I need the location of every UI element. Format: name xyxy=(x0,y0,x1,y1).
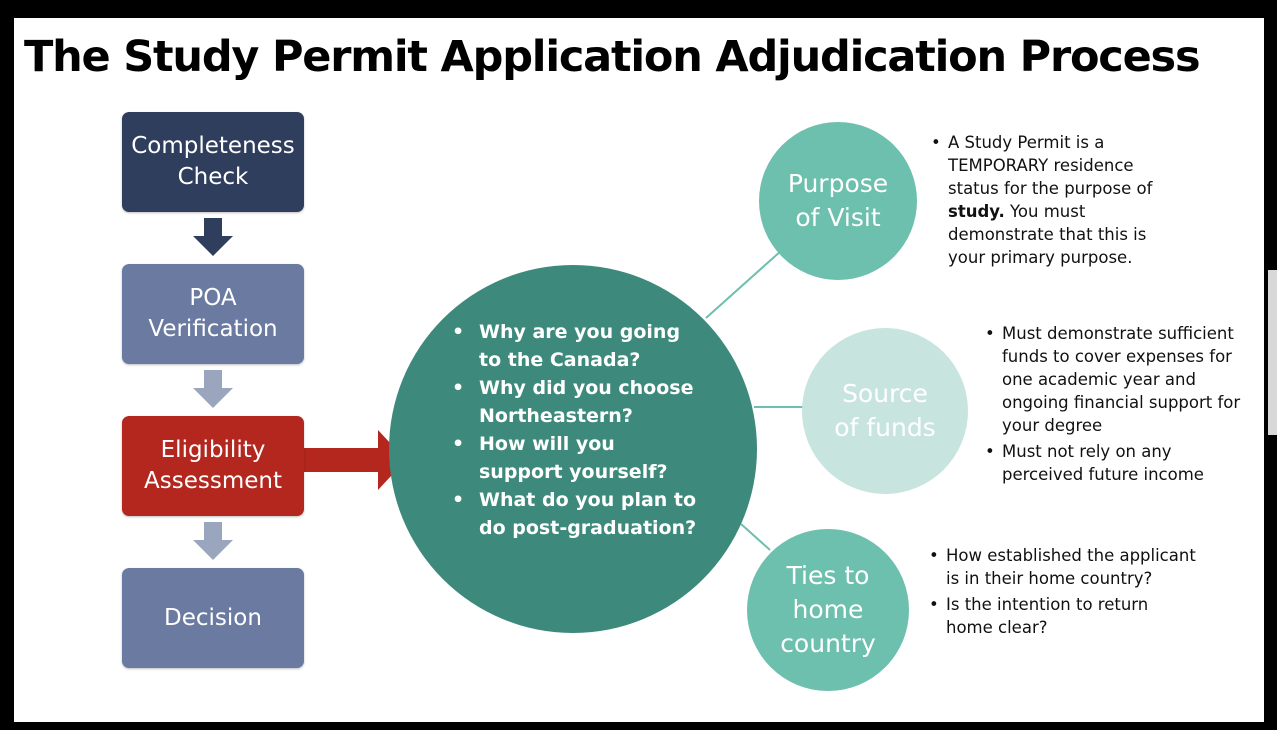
connector-purpose xyxy=(705,249,783,319)
connector-ties xyxy=(740,523,771,551)
ties-to-home-country-circle: Ties to home country xyxy=(747,529,909,691)
ties-bullet: Is the intention to return home clear? xyxy=(928,593,1198,639)
down-arrow-icon xyxy=(193,522,233,560)
source-of-funds-circle: Source of funds xyxy=(802,328,968,494)
funds-bullets: Must demonstrate sufficient funds to cov… xyxy=(984,322,1254,489)
ties-bullet: How established the applicant is in thei… xyxy=(928,544,1198,590)
down-arrow-icon xyxy=(193,370,233,408)
step-decision: Decision xyxy=(122,568,304,668)
purpose-text-bold: study. xyxy=(948,202,1005,221)
ties-bullets: How established the applicant is in thei… xyxy=(928,544,1198,642)
step-poa-verification: POA Verification xyxy=(122,264,304,364)
step-eligibility-assessment: Eligibility Assessment xyxy=(122,416,304,516)
slide: The Study Permit Application Adjudicatio… xyxy=(14,18,1264,722)
purpose-bullets: A Study Permit is a TEMPORARY residence … xyxy=(930,131,1180,272)
window-edge xyxy=(1268,270,1277,435)
questions-list: Why are you going to the Canada? Why did… xyxy=(449,318,699,542)
question-item: How will you support yourself? xyxy=(449,430,699,486)
funds-bullet: Must demonstrate sufficient funds to cov… xyxy=(984,322,1254,437)
question-item: Why did you choose Northeastern? xyxy=(449,374,699,430)
question-item: What do you plan to do post-graduation? xyxy=(449,486,699,542)
down-arrow-icon xyxy=(193,218,233,256)
purpose-text-b: You must demonstrate that this is your p… xyxy=(948,202,1147,267)
purpose-text-a: A Study Permit is a TEMPORARY residence … xyxy=(948,133,1153,198)
purpose-of-visit-circle: Purpose of Visit xyxy=(759,122,917,280)
funds-bullet: Must not rely on any perceived future in… xyxy=(984,440,1254,486)
purpose-bullet: A Study Permit is a TEMPORARY residence … xyxy=(930,131,1180,269)
eligibility-arrow xyxy=(302,430,406,490)
step-completeness-check: Completeness Check xyxy=(122,112,304,212)
slide-title: The Study Permit Application Adjudicatio… xyxy=(24,32,1201,82)
question-item: Why are you going to the Canada? xyxy=(449,318,699,374)
connector-layer xyxy=(302,249,804,551)
